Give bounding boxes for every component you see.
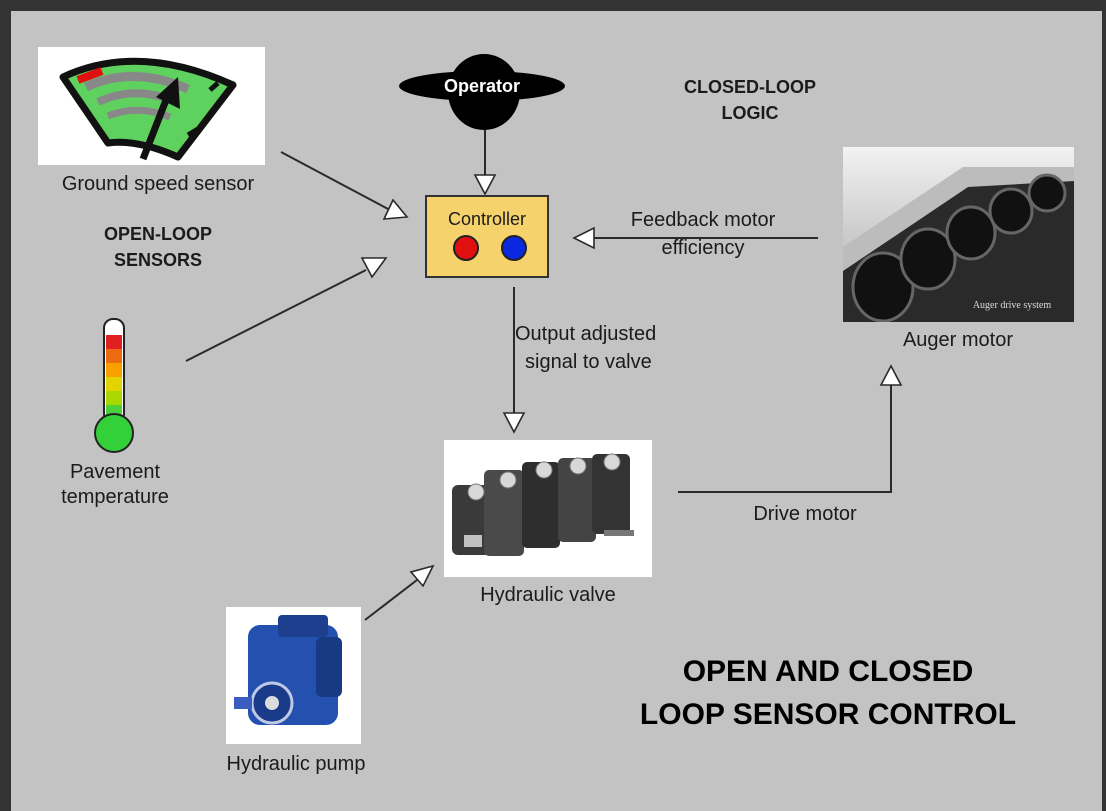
closed-loop-label-line2: LOGIC bbox=[721, 103, 779, 123]
hydraulic-pump-photo bbox=[226, 607, 361, 744]
ground-speed-sensor-label: Ground speed sensor bbox=[61, 173, 255, 195]
feedback-label-line1: Feedback motor bbox=[630, 209, 776, 231]
hydraulic-valve-label: Hydraulic valve bbox=[480, 584, 616, 606]
thermometer-icon bbox=[88, 317, 138, 455]
arrowhead-valve-auger bbox=[879, 364, 903, 386]
arrowhead-ground-speed-controller bbox=[382, 198, 409, 220]
red-indicator-light bbox=[453, 235, 479, 261]
operator-label: Operator bbox=[444, 76, 520, 96]
operator-node: Operator bbox=[399, 54, 565, 130]
valve-block-icon bbox=[452, 453, 634, 556]
auger-motor-label: Auger motor bbox=[902, 329, 1014, 351]
open-loop-label-line1: OPEN-LOOP bbox=[103, 224, 212, 244]
arrowhead-auger-controller bbox=[572, 226, 595, 250]
output-label-line1: Output adjusted bbox=[515, 323, 657, 345]
output-label-line2: signal to valve bbox=[525, 351, 652, 373]
controller-label: Controller bbox=[447, 209, 527, 229]
closed-loop-label-line1: CLOSED-LOOP bbox=[683, 77, 816, 97]
auger-screw-icon bbox=[843, 147, 1074, 322]
hydraulic-pump-label: Hydraulic pump bbox=[226, 753, 366, 775]
controller-node: Controller bbox=[425, 195, 549, 278]
edge-temperature-controller bbox=[185, 269, 367, 362]
feedback-label-line2: efficiency bbox=[661, 237, 745, 259]
edge-ground-speed-controller bbox=[280, 151, 391, 211]
diagram-title-line1: OPEN AND CLOSED bbox=[682, 655, 974, 688]
hydraulic-valve-photo bbox=[444, 440, 652, 577]
ground-speed-gauge-picture bbox=[38, 47, 265, 165]
open-loop-label-line2: SENSORS bbox=[113, 250, 203, 270]
pavement-temperature-label-line1: Pavement bbox=[69, 461, 161, 483]
blue-indicator-light bbox=[501, 235, 527, 261]
pavement-temperature-label-line2: temperature bbox=[61, 486, 169, 508]
edge-pump-valve bbox=[364, 579, 418, 621]
edge-valve-auger bbox=[678, 384, 892, 493]
arrowhead-pump-valve bbox=[409, 564, 435, 588]
arrowhead-temperature-controller bbox=[360, 257, 388, 279]
diagram-title-line2: LOOP SENSOR CONTROL bbox=[639, 698, 1017, 731]
pump-icon bbox=[234, 615, 342, 725]
arrowhead-operator-controller bbox=[473, 174, 497, 196]
drive-motor-label: Drive motor bbox=[753, 503, 857, 525]
auger-drive-photo: Auger drive system bbox=[843, 147, 1074, 322]
auger-photo-caption: Auger drive system bbox=[972, 300, 1052, 311]
arrowhead-controller-valve bbox=[502, 412, 526, 434]
speedometer-icon bbox=[59, 57, 237, 161]
